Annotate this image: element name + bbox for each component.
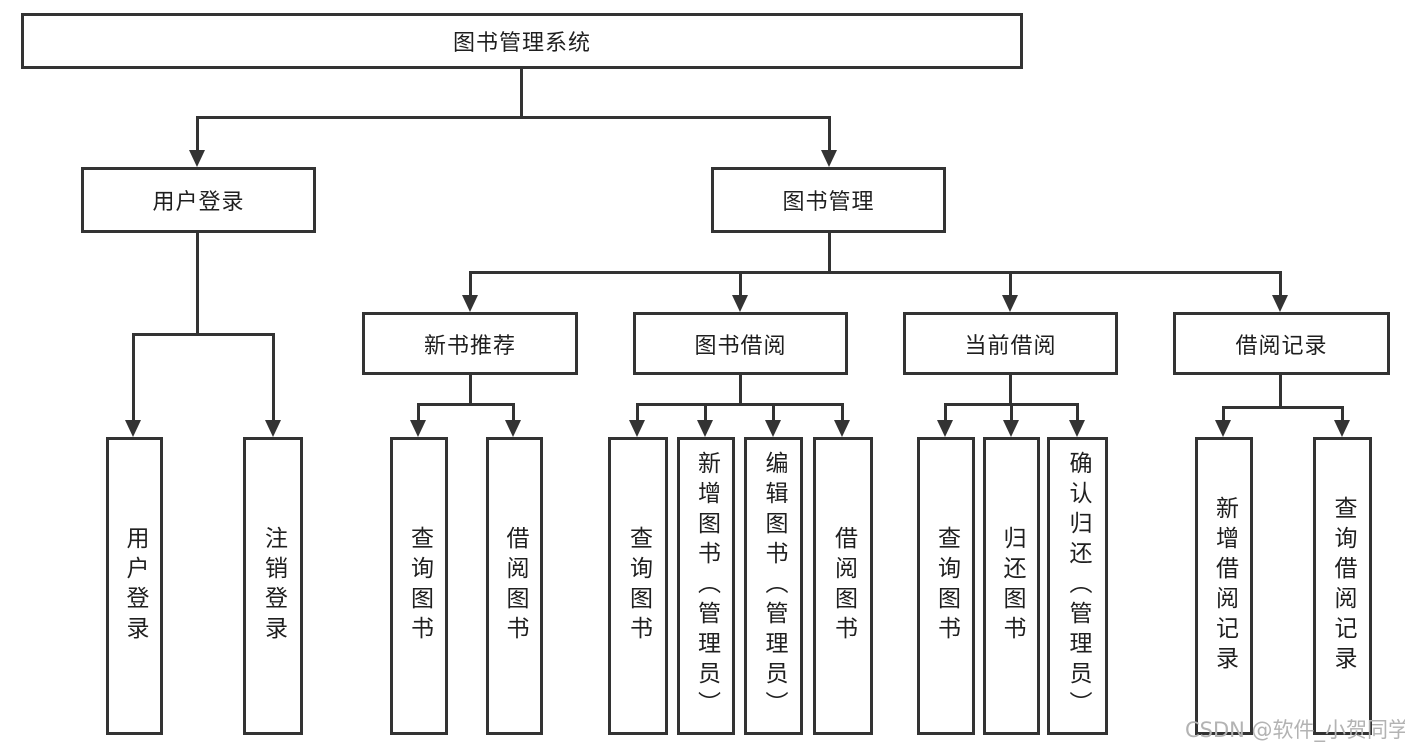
connector-line: [739, 271, 742, 297]
arrowhead: [834, 420, 850, 437]
leaf-borrow-edit-admin-label: 编辑图书（管理员）: [761, 451, 787, 721]
leaf-newbook-query: 查询图书: [390, 437, 448, 735]
connector-line: [469, 375, 472, 406]
arrowhead: [697, 420, 713, 437]
node-user-login-label: 用户登录: [152, 190, 245, 215]
leaf-record-add: 新增借阅记录: [1195, 437, 1253, 735]
node-new-book-recommend: 新书推荐: [362, 312, 578, 375]
leaf-user-login: 用户登录: [106, 437, 163, 735]
node-current-borrow-label: 当前借阅: [964, 333, 1057, 359]
node-book-management-label: 图书管理: [782, 190, 875, 215]
leaf-logout: 注销登录: [243, 437, 303, 735]
leaf-borrow-borrow-label: 借阅图书: [830, 526, 857, 646]
connector-line: [1009, 375, 1012, 406]
connector-line: [1222, 406, 1225, 422]
leaf-record-query-label: 查询借阅记录: [1330, 496, 1356, 676]
connector-line: [636, 403, 639, 422]
connector-line: [1341, 406, 1344, 422]
connector-line: [1279, 271, 1282, 297]
leaf-current-confirm-admin: 确认归还（管理员）: [1047, 437, 1108, 735]
leaf-newbook-query-label: 查询图书: [406, 526, 433, 646]
connector-line: [739, 375, 742, 406]
leaf-current-return: 归还图书: [983, 437, 1040, 735]
arrowhead: [1215, 420, 1231, 437]
connector-line: [417, 403, 515, 406]
csdn-watermark: CSDN @软件_小贺同学: [1185, 718, 1405, 742]
arrowhead: [1334, 420, 1350, 437]
leaf-newbook-borrow-label: 借阅图书: [502, 526, 528, 646]
leaf-borrow-query: 查询图书: [608, 437, 668, 735]
leaf-user-login-label: 用户登录: [122, 526, 148, 646]
node-book-management: 图书管理: [711, 167, 946, 233]
leaf-newbook-borrow: 借阅图书: [486, 437, 543, 735]
arrowhead: [821, 150, 837, 167]
leaf-borrow-query-label: 查询图书: [625, 526, 652, 646]
leaf-borrow-add-admin-label: 新增图书（管理员）: [693, 451, 720, 721]
leaf-borrow-borrow: 借阅图书: [813, 437, 873, 735]
arrowhead: [125, 420, 141, 437]
node-current-borrow: 当前借阅: [903, 312, 1118, 375]
arrowhead: [265, 420, 281, 437]
arrowhead: [765, 420, 781, 437]
leaf-current-query-label: 查询图书: [933, 526, 960, 646]
connector-line: [1010, 403, 1013, 422]
connector-line: [469, 271, 1282, 274]
leaf-logout-label: 注销登录: [260, 526, 287, 646]
node-borrow-record: 借阅记录: [1173, 312, 1390, 375]
connector-line: [704, 403, 707, 422]
connector-line: [417, 403, 420, 422]
arrowhead: [505, 420, 521, 437]
connector-line: [1279, 375, 1282, 408]
connector-line: [1222, 406, 1344, 409]
connector-line: [272, 333, 275, 421]
connector-line: [1009, 271, 1012, 297]
node-borrow-record-label: 借阅记录: [1235, 333, 1328, 359]
leaf-borrow-add-admin: 新增图书（管理员）: [677, 437, 735, 735]
connector-line: [512, 403, 515, 422]
connector-line: [772, 403, 775, 422]
arrowhead: [189, 150, 205, 167]
node-book-borrow: 图书借阅: [633, 312, 848, 375]
connector-line: [132, 333, 135, 421]
node-new-book-recommend-label: 新书推荐: [423, 333, 516, 359]
node-user-login: 用户登录: [81, 167, 316, 233]
arrowhead: [462, 295, 478, 312]
connector-line: [636, 403, 844, 406]
node-root-label: 图书管理系统: [452, 31, 591, 56]
leaf-record-query: 查询借阅记录: [1313, 437, 1372, 735]
connector-line: [196, 233, 199, 336]
connector-line: [828, 116, 831, 152]
connector-line: [1076, 403, 1079, 422]
arrowhead: [1002, 295, 1018, 312]
leaf-current-confirm-admin-label: 确认归还（管理员）: [1065, 451, 1091, 721]
connector-line: [132, 333, 274, 336]
arrowhead: [629, 420, 645, 437]
leaf-current-query: 查询图书: [917, 437, 975, 735]
arrowhead: [732, 295, 748, 312]
connector-line: [196, 116, 830, 119]
connector-line: [520, 69, 523, 118]
connector-line: [469, 271, 472, 297]
arrowhead: [410, 420, 426, 437]
leaf-borrow-edit-admin: 编辑图书（管理员）: [744, 437, 803, 735]
leaf-current-return-label: 归还图书: [999, 526, 1025, 646]
connector-line: [196, 116, 199, 152]
arrowhead: [1003, 420, 1019, 437]
node-root: 图书管理系统: [21, 13, 1023, 69]
arrowhead: [1272, 295, 1288, 312]
node-book-borrow-label: 图书借阅: [694, 333, 787, 359]
connector-line: [841, 403, 844, 422]
connector-line: [944, 403, 947, 422]
arrowhead: [937, 420, 953, 437]
leaf-record-add-label: 新增借阅记录: [1211, 496, 1238, 676]
connector-line: [828, 233, 831, 274]
arrowhead: [1069, 420, 1085, 437]
